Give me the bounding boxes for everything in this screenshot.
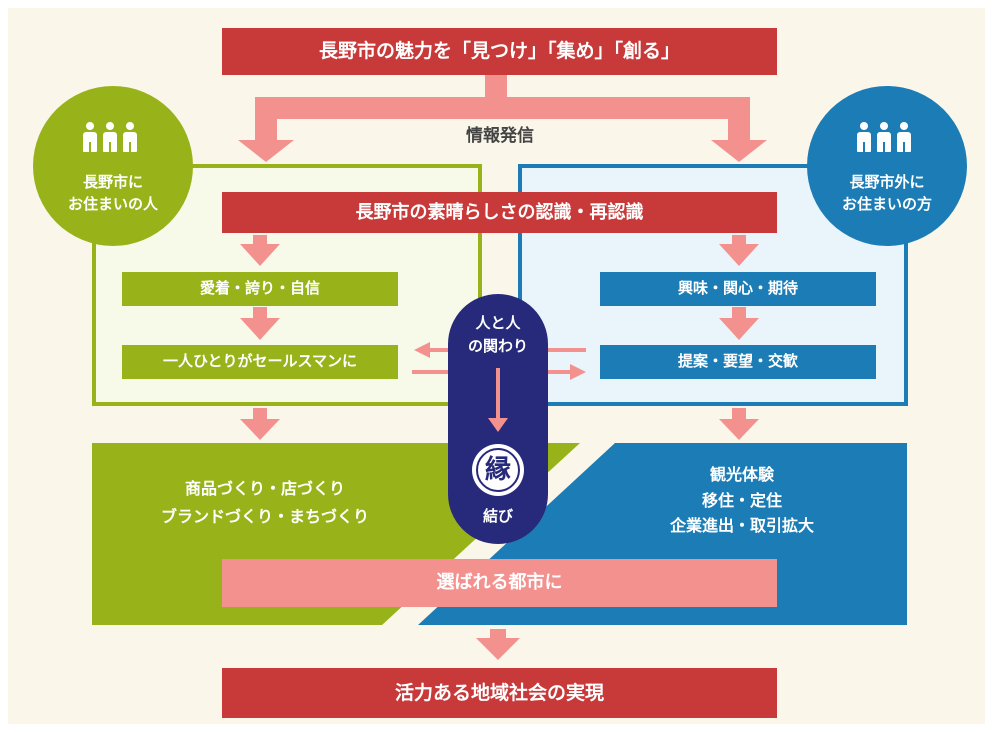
right-step-1: 興味・関心・期待	[600, 272, 876, 306]
top-banner: 長野市の魅力を「見つけ」「集め」「創る」	[222, 28, 777, 75]
info-label: 情報発信	[466, 126, 534, 146]
connection-line2: の関わり	[467, 336, 528, 355]
arrow-left-head	[238, 140, 294, 162]
connection-line1: 人と人	[475, 314, 521, 332]
resident-circle	[33, 86, 193, 246]
resident-label: 長野市に お住まいの人	[53, 172, 173, 216]
people-icon	[83, 122, 137, 152]
arrow-to-left	[414, 342, 430, 358]
seal-character: 縁	[484, 455, 511, 485]
final-banner: 活力ある地域社会の実現	[222, 668, 777, 718]
nonresident-line2: お住まいの方	[841, 194, 932, 213]
resident-outcome: 商品づくり・店づくり ブランドづくり・まちづくり	[110, 475, 420, 531]
people-icon	[857, 122, 911, 152]
nonresident-line1: 長野市外に	[849, 173, 925, 191]
arrow-down-right-1	[719, 244, 759, 266]
resident-line1: 長野市に	[82, 173, 143, 191]
nonresident-outcome-line2: 移住・定住	[701, 490, 782, 510]
arrow-down-right-3	[719, 419, 759, 440]
arrow-down-right-2	[719, 318, 759, 340]
connection-bottom-label: 結び	[482, 507, 513, 525]
left-step-1: 愛着・誇り・自信	[122, 272, 398, 306]
resident-outcome-line1: 商品づくり・店づくり	[184, 479, 345, 498]
nonresident-outcome-line3: 企業進出・取引拡大	[669, 516, 814, 536]
chosen-city-banner: 選ばれる都市に	[222, 559, 777, 607]
arrow-down-left-1	[240, 244, 280, 266]
left-step-2: 一人ひとりがセールスマンに	[122, 345, 398, 379]
recognition-banner: 長野市の素晴らしさの認識・再認識	[222, 192, 777, 233]
arrow-to-right	[570, 364, 586, 380]
right-step-2: 提案・要望・交歓	[600, 345, 876, 379]
arrow-down-center	[488, 418, 508, 432]
arrow-stem	[485, 75, 507, 97]
resident-line2: お住まいの人	[67, 194, 158, 213]
resident-outcome-line2: ブランドづくり・まちづくり	[160, 507, 369, 526]
arrow-right-stem	[728, 97, 750, 142]
arrow-right-head	[711, 140, 767, 162]
arrow-down-left-2	[240, 318, 280, 340]
nonresident-outcome: 観光体験 移住・定住 企業進出・取引拡大	[612, 462, 872, 539]
arrow-down-left-3	[240, 419, 280, 440]
nonresident-circle	[807, 86, 967, 246]
seal-circle	[472, 444, 524, 496]
nonresident-outcome-line1: 観光体験	[709, 465, 774, 484]
arrow-down-final	[476, 638, 520, 660]
arrow-branch	[255, 97, 750, 119]
nonresident-label: 長野市外に お住まいの方	[827, 172, 947, 216]
connection-label: 人と人 の関わり	[448, 312, 548, 357]
arrow-left-stem	[255, 97, 277, 142]
